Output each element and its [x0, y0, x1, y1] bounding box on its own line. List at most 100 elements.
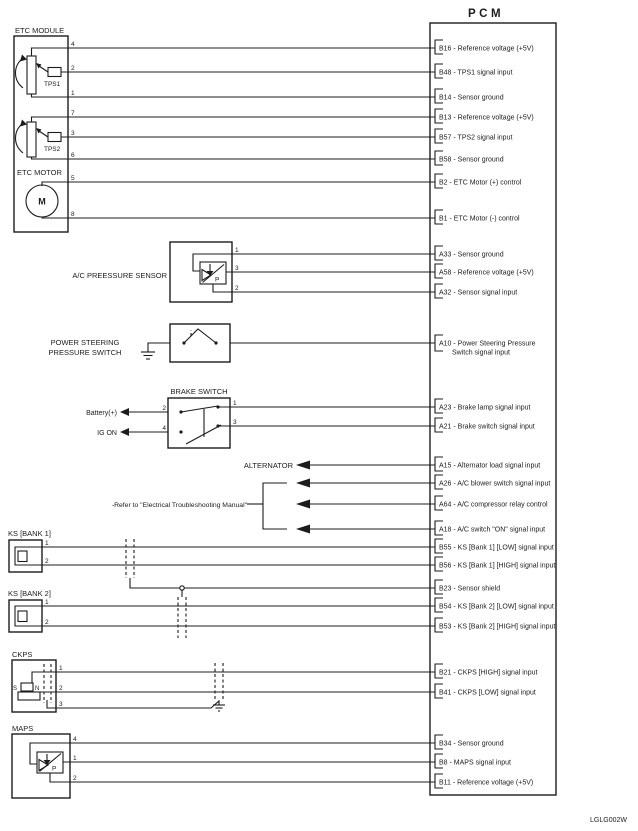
pin-label-a18: A18 - A/C switch "ON" signal input [439, 527, 545, 534]
pressure-switch-icon [182, 328, 218, 345]
pin-label-b1: B1 - ETC Motor (-) control [439, 216, 520, 223]
brake-switch-contacts-icon [179, 405, 222, 445]
ground-icon-ckps-shield [213, 704, 225, 712]
maps-pin-1: 1 [73, 755, 77, 762]
ac-pin-2: 2 [235, 285, 239, 292]
pin-label-a15: A15 - Alternator load signal input [439, 463, 540, 470]
ks-bank2-box [8, 599, 43, 633]
pcm-title: PCM [468, 8, 504, 20]
ckps-box [11, 659, 57, 713]
ks-bank1-sensor-icon [14, 546, 29, 566]
ac-pin-3: 3 [235, 265, 239, 272]
pin-label-a33: A33 - Sensor ground [439, 252, 504, 259]
tps1-label: TPS1 [44, 81, 61, 88]
ac-pressure-sensor-box [169, 241, 233, 303]
maps-pin-2: 2 [73, 775, 77, 782]
etc-pin-6: 6 [71, 152, 75, 159]
pin-label-a21: A21 - Brake switch signal input [439, 424, 535, 431]
ac-pressure-sensor-label: A/C PREESSURE SENSOR [72, 271, 167, 280]
pcm-pin-labels: B16 - Reference voltage (+5V) B48 - TPS1… [439, 46, 555, 787]
etc-module-label: ETC MODULE [15, 26, 64, 35]
brake-pin-3: 3 [233, 419, 237, 426]
alternator-label: ALTERNATOR [244, 461, 294, 470]
etc-pin-7: 7 [71, 110, 75, 117]
pin-label-b16: B16 - Reference voltage (+5V) [439, 46, 534, 53]
ground-icon-power-steering [141, 351, 155, 360]
ckps-n-symbol: N [35, 686, 39, 692]
ks2-pin-1: 1 [45, 599, 49, 606]
brake-pin-2: 2 [162, 405, 166, 412]
arrow-icon-alternator [296, 460, 310, 470]
ac-pin-1: 1 [235, 247, 239, 254]
pin-label-a23: A23 - Brake lamp signal input [439, 405, 530, 412]
maps-box [11, 733, 71, 799]
pin-label-b13: B13 - Reference voltage (+5V) [439, 115, 534, 122]
pin-label-a58: A58 - Reference voltage (+5V) [439, 270, 534, 277]
tps2-potentiometer-icon [14, 119, 62, 158]
ks1-pin-2: 2 [45, 558, 49, 565]
power-steering-label-line2: PRESSURE SWITCH [49, 348, 122, 357]
pin-label-b56: B56 - KS [Bank 1] [HIGH] signal input [439, 563, 555, 570]
shield-junction-dot [179, 585, 185, 591]
ks-bank1-box [8, 539, 43, 573]
ac-sensor-p-symbol: P [215, 277, 219, 284]
pin-label-b8: B8 - MAPS signal input [439, 760, 511, 767]
etc-module-box [13, 35, 69, 233]
arrow-icon-a18 [296, 524, 310, 534]
refer-note-label: -Refer to "Electrical Troubleshooting Ma… [112, 502, 248, 509]
ig-on-label: IG ON [97, 430, 117, 437]
pin-label-a32: A32 - Sensor signal input [439, 290, 517, 297]
brake-pin-1: 1 [233, 400, 237, 407]
pin-label-b34: B34 - Sensor ground [439, 741, 504, 748]
maps-p-symbol: P [52, 766, 56, 773]
pin-label-b55: B55 - KS [Bank 1] [LOW] signal input [439, 545, 554, 552]
ks-bank2-sensor-icon [14, 605, 29, 627]
ckps-pin-2: 2 [59, 685, 63, 692]
ks-bank1-label: KS [BANK 1] [8, 529, 51, 538]
ckps-pickup-icon [17, 682, 41, 701]
ckps-s-symbol: S [13, 686, 17, 692]
pin-label-a10-line1: A10 - Power Steering Pressure [439, 341, 536, 348]
etc-pin-1: 1 [71, 90, 75, 97]
pin-label-b11: B11 - Reference voltage (+5V) [439, 780, 533, 787]
brake-pin-4: 4 [162, 425, 166, 432]
pressure-sensor-icon-maps [36, 751, 64, 774]
arrow-icon-a64 [296, 499, 310, 509]
battery-label: Battery(+) [86, 410, 117, 417]
brake-switch-label: BRAKE SWITCH [170, 387, 227, 396]
ks2-pin-2: 2 [45, 619, 49, 626]
arrow-icon-ig-on [120, 428, 129, 436]
pin-label-a26: A26 - A/C blower switch signal input [439, 481, 550, 488]
etc-motor-label: ETC MOTOR [17, 168, 62, 177]
etc-pin-2: 2 [71, 65, 75, 72]
wires [29, 47, 435, 783]
motor-m-symbol: M [38, 197, 46, 207]
pin-label-b57: B57 - TPS2 signal input [439, 135, 512, 142]
ckps-pin-1: 1 [59, 665, 63, 672]
shield-dashed-lines [43, 539, 224, 703]
arrow-icon-a26 [296, 478, 310, 488]
maps-pin-4: 4 [73, 736, 77, 743]
etc-pin-3: 3 [71, 130, 75, 137]
pin-label-b21: B21 - CKPS [HIGH] signal input [439, 670, 537, 677]
motor-icon [25, 184, 59, 218]
pin-label-b58: B58 - Sensor ground [439, 157, 504, 164]
pin-label-a10-line2: Switch signal input [452, 350, 510, 357]
power-steering-switch-box [169, 323, 231, 363]
figure-code: LGLG002W [590, 817, 627, 824]
pin-label-b48: B48 - TPS1 signal input [439, 70, 512, 77]
ks-bank2-label: KS [BANK 2] [8, 589, 51, 598]
tps1-potentiometer-icon [14, 54, 62, 95]
pcm-box [429, 22, 557, 796]
etc-pin-5: 5 [71, 175, 75, 182]
maps-label: MAPS [12, 724, 33, 733]
power-steering-label-line1: POWER STEERING [51, 338, 120, 347]
tps2-label: TPS2 [44, 146, 61, 153]
arrow-icon-battery [120, 408, 129, 416]
pressure-sensor-icon-ac [199, 261, 227, 285]
etc-pin-8: 8 [71, 211, 75, 218]
pcm-pin-brackets [434, 39, 443, 789]
pin-label-b14: B14 - Sensor ground [439, 95, 504, 102]
ckps-pin-3: 3 [59, 701, 63, 708]
